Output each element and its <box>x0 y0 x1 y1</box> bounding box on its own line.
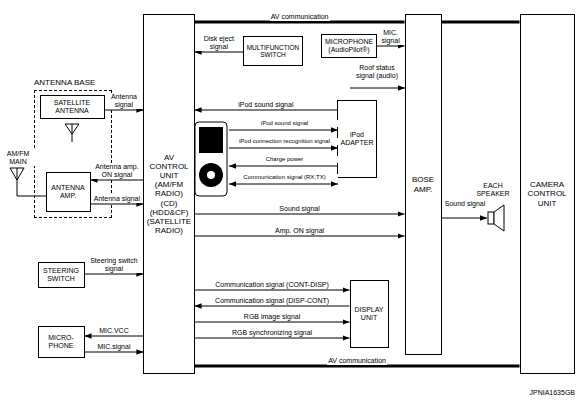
signal-label: Communication signal (DISP-CONT) <box>214 297 330 305</box>
signal-label: Communication signal (CONT-DISP) <box>214 281 330 289</box>
switch-box: MULTIFUNCTION SWITCH <box>243 36 303 66</box>
signal-label: iPod sound signal <box>237 101 294 109</box>
signal-label: Roof status signal (audio) <box>350 64 404 80</box>
signal-label: AV communication <box>327 357 387 365</box>
speaker-label: EACH SPEAKER <box>468 182 518 198</box>
signal-line <box>229 184 338 185</box>
signal-label: Antenna signal <box>93 195 141 203</box>
antenna-symbol <box>65 124 79 142</box>
signal-label: MIC. signal <box>379 29 403 45</box>
box-text: iPod ADAPTER <box>340 131 374 147</box>
signal-label: Steering switch signal <box>87 257 142 273</box>
bus-line <box>442 21 520 24</box>
microphone-box: MICROPHONE (AudioPilot®) <box>321 34 376 58</box>
signal-label: AV communication <box>270 13 330 21</box>
signal-line <box>91 204 144 205</box>
signal-label: Disk eject signal <box>197 35 241 51</box>
bus-line <box>195 365 520 368</box>
box-text: MULTIFUNCTION SWITCH <box>246 44 300 59</box>
switch-box: STEERING SWITCH <box>38 262 85 288</box>
signal-line <box>91 180 144 181</box>
signal-label: RGB synchronizing signal <box>231 329 313 337</box>
ipod-wheel <box>199 163 223 187</box>
adapter-box: iPod ADAPTER <box>337 100 377 178</box>
signal-label: Antenna signal <box>107 93 142 109</box>
figure-code: JPNIA1635GB <box>490 389 576 397</box>
signal-line <box>195 338 350 339</box>
signal-line <box>105 110 144 111</box>
box-text: STEERING SWITCH <box>41 267 82 283</box>
bus-line <box>195 21 405 24</box>
antenna-symbol <box>10 168 46 196</box>
signal-line <box>195 214 405 215</box>
box-text: DISPLAY UNIT <box>353 306 386 322</box>
box-text: CAMERA CONTROL UNIT <box>523 180 572 208</box>
signal-line <box>195 110 337 111</box>
signal-label: RGB image signal <box>243 313 301 321</box>
box-text: BOSE AMP. <box>408 175 439 193</box>
control-unit: CAMERA CONTROL UNIT <box>520 14 575 374</box>
group-heading: ANTENNA BASE <box>34 78 95 87</box>
signal-line <box>195 290 350 291</box>
control-unit: AV CONTROL UNIT (AM/FM RADIO) (CD) (HDD&… <box>143 14 194 374</box>
antenna-box: SATELLITE ANTENNA <box>40 95 105 118</box>
ipod-icon <box>195 122 227 196</box>
signal-label: Charge power <box>231 156 338 163</box>
signal-label: Sound signal <box>278 205 320 213</box>
signal-line <box>195 52 243 53</box>
signal-line <box>229 130 338 131</box>
signal-line <box>85 352 144 353</box>
amplifier-box: BOSE AMP. <box>405 14 442 355</box>
signal-label: Communication signal (RX,TX) <box>231 174 338 181</box>
speaker-cone <box>494 205 504 231</box>
signal-line <box>350 88 405 89</box>
box-text: MICROPHONE (AudioPilot®) <box>324 38 373 54</box>
signal-line <box>195 306 350 307</box>
signal-label: iPod sound signal <box>231 120 338 127</box>
box-text: AV CONTROL UNIT (AM/FM RADIO) (CD) (HDD&… <box>146 153 191 236</box>
ipod-button <box>207 171 215 179</box>
signal-label: Amp. ON signal <box>274 227 325 235</box>
speaker-symbol <box>488 212 494 224</box>
ipod-screen <box>199 127 223 153</box>
signal-label: Sound signal <box>443 200 487 208</box>
microphone-box: MICRO-PHONE <box>38 326 85 358</box>
signal-label: MIC.signal <box>96 343 131 351</box>
signal-line <box>85 274 144 275</box>
signal-line <box>229 148 338 149</box>
display-box: DISPLAY UNIT <box>350 280 389 348</box>
signal-line <box>195 236 405 237</box>
signal-label: iPod connection recognition signal <box>231 138 338 145</box>
signal-line <box>441 218 487 219</box>
signal-line <box>195 322 350 323</box>
signal-line <box>229 166 338 167</box>
signal-label: Antenna amp. ON signal <box>93 163 142 179</box>
box-text: SATELLITE ANTENNA <box>43 99 102 115</box>
box-text: MICRO-PHONE <box>41 334 82 350</box>
signal-line <box>377 46 405 47</box>
signal-line <box>85 336 144 337</box>
signal-label: MIC.VCC <box>98 327 130 335</box>
box-text: ANTENNA AMP. <box>49 184 88 200</box>
antenna-label: AM/FM MAIN <box>1 150 35 166</box>
antenna-amp-box: ANTENNA AMP. <box>46 172 91 212</box>
